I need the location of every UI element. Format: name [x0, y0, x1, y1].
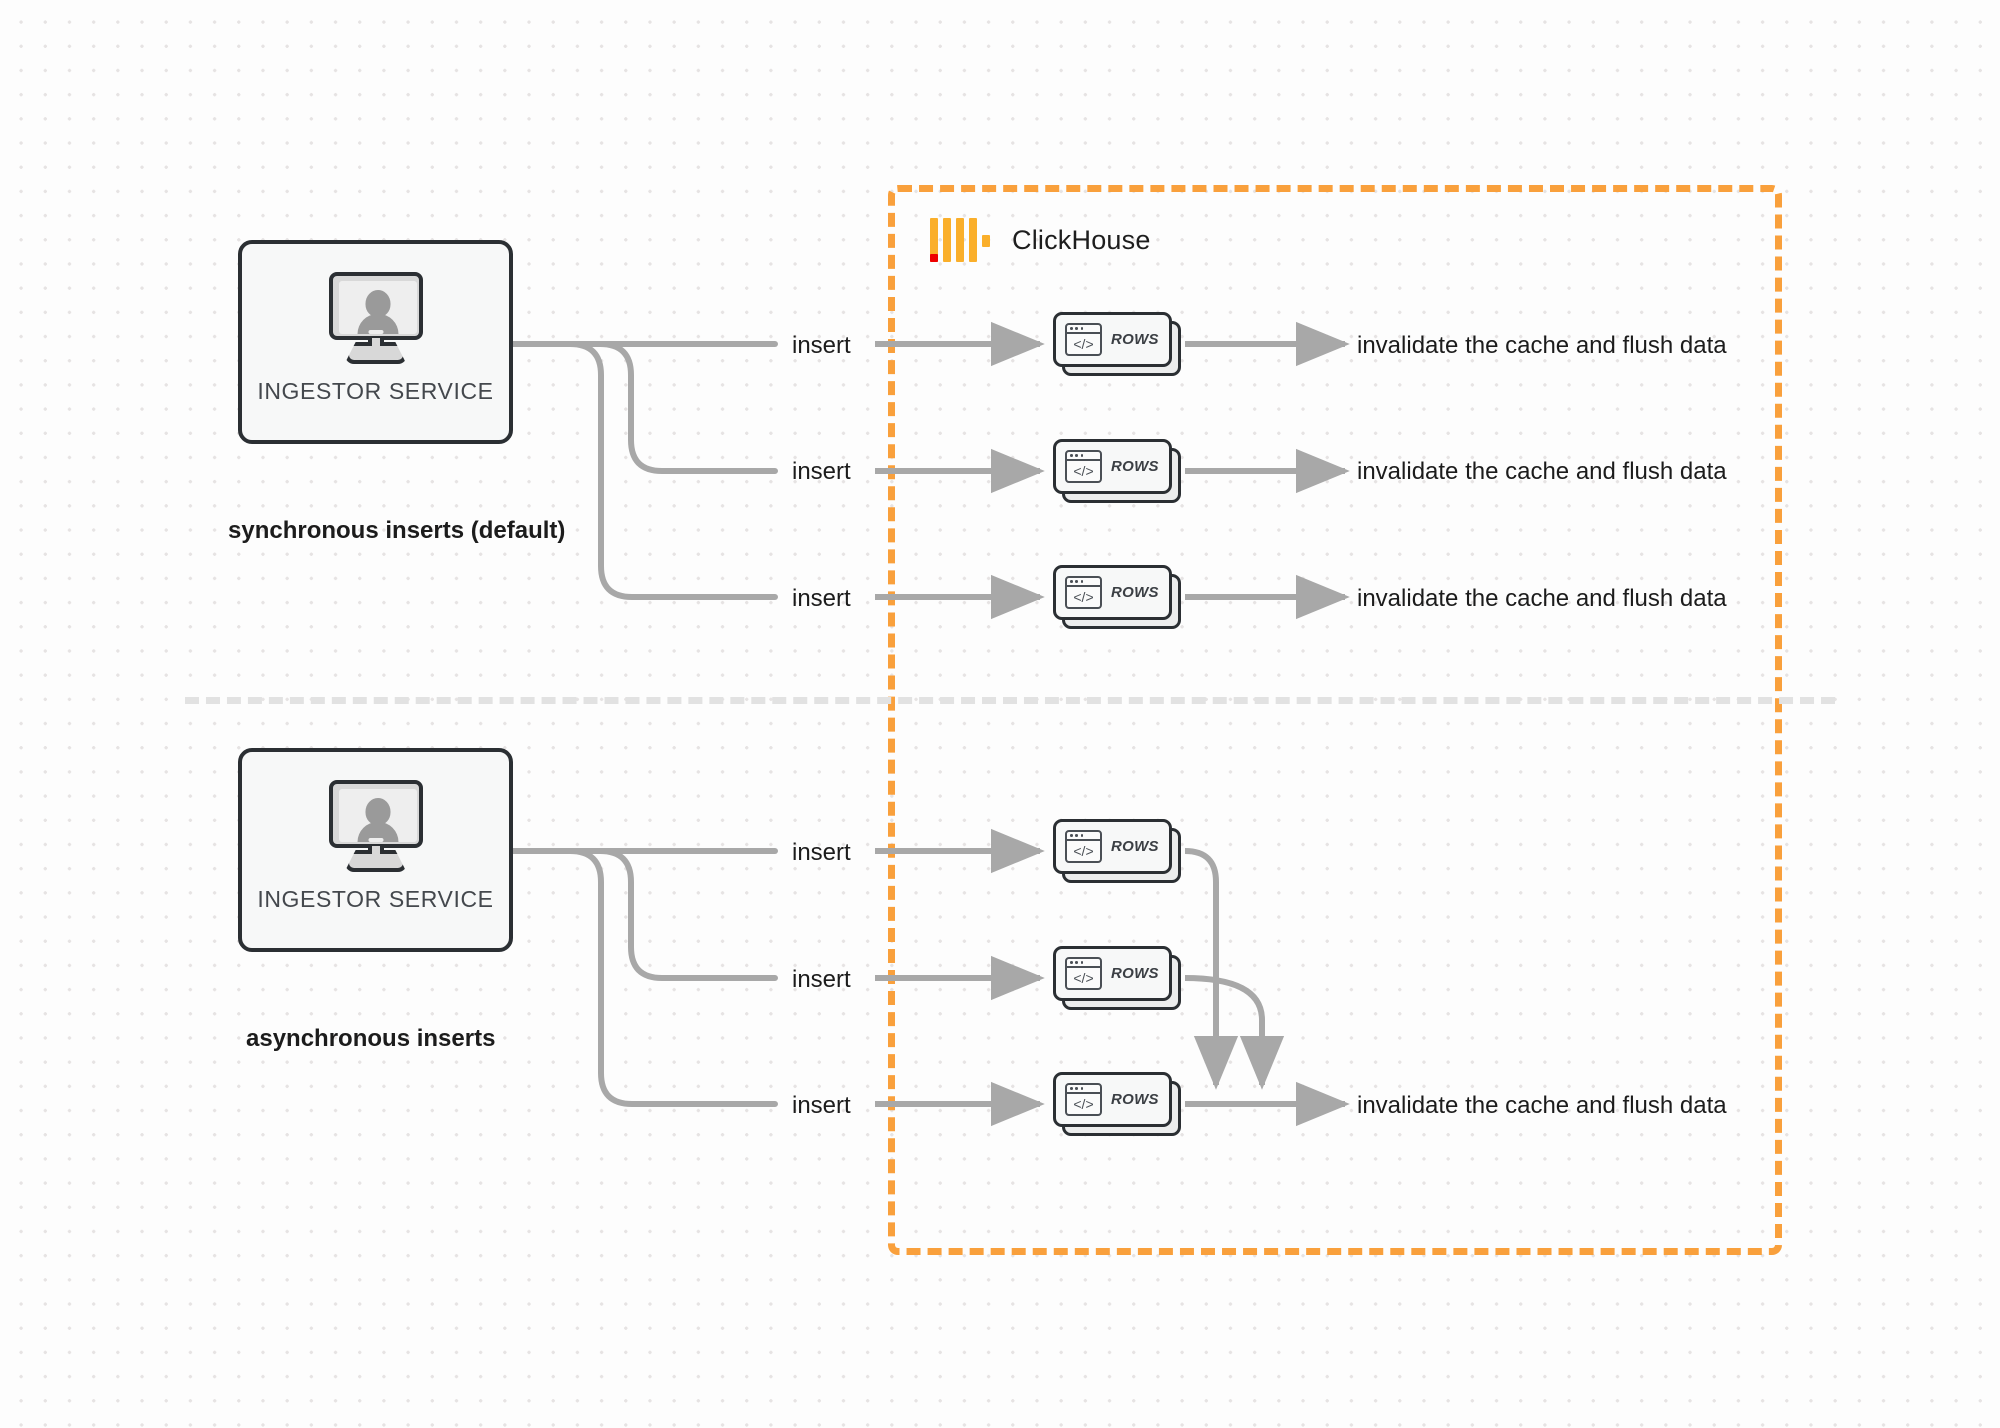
rows-node-async-1[interactable]: </> ROWS [1053, 819, 1181, 883]
monitor-neck [367, 338, 384, 346]
monitor-avatar [338, 281, 417, 334]
monitor-indicator [368, 838, 383, 842]
code-glyph: </> [1073, 589, 1094, 605]
window-dot [1075, 961, 1079, 964]
window-dot [1070, 1087, 1073, 1090]
window-dot [1070, 327, 1073, 330]
code-glyph: </> [1073, 463, 1094, 479]
clickhouse-logo [930, 218, 990, 262]
section-caption-async: asynchronous inserts [246, 1025, 496, 1052]
code-window-titlebar [1067, 452, 1100, 461]
rows-card: </> ROWS [1053, 312, 1172, 367]
rows-node-sync-1[interactable]: </> ROWS [1053, 312, 1181, 376]
code-window-icon: </> [1065, 957, 1102, 990]
window-dot [1075, 1087, 1079, 1090]
code-window-titlebar [1067, 325, 1100, 334]
rows-label: ROWS [1111, 331, 1159, 348]
window-dot [1075, 454, 1079, 457]
monitor-avatar [338, 789, 417, 842]
window-dot [1075, 834, 1079, 837]
code-window-icon: </> [1065, 450, 1102, 483]
code-glyph: </> [1073, 843, 1094, 859]
insert-label-sync-3: insert [792, 585, 851, 612]
rows-node-async-3[interactable]: </> ROWS [1053, 1072, 1181, 1136]
avatar-body [357, 314, 398, 334]
monitor-indicator [368, 330, 383, 334]
outcome-label-sync-3: invalidate the cache and flush data [1357, 585, 1727, 612]
logo-bar-3 [956, 218, 964, 262]
rows-card: </> ROWS [1053, 1072, 1172, 1127]
code-window-titlebar [1067, 832, 1100, 841]
code-glyph: </> [1073, 970, 1094, 986]
rows-label: ROWS [1111, 838, 1159, 855]
monitor-user-icon [327, 272, 425, 364]
outcome-label-sync-2: invalidate the cache and flush data [1357, 458, 1727, 485]
code-glyph: </> [1073, 1096, 1094, 1112]
logo-bar-1 [930, 218, 938, 262]
rows-card: </> ROWS [1053, 819, 1172, 874]
monitor-screen [328, 272, 423, 340]
logo-bar-4 [969, 218, 977, 262]
clickhouse-brand: ClickHouse [930, 218, 1151, 262]
window-dot [1075, 580, 1079, 583]
code-window-icon: </> [1065, 576, 1102, 609]
window-dot [1080, 961, 1084, 964]
rows-label: ROWS [1111, 1091, 1159, 1108]
clickhouse-boundary [888, 185, 1782, 1255]
ingestor-service-label: INGESTOR SERVICE [257, 378, 494, 404]
insert-label-sync-1: insert [792, 332, 851, 359]
monitor-neck [367, 846, 384, 854]
insert-label-async-2: insert [792, 966, 851, 993]
window-dot [1080, 454, 1084, 457]
insert-label-async-1: insert [792, 839, 851, 866]
clickhouse-label: ClickHouse [1012, 224, 1151, 255]
rows-label: ROWS [1111, 458, 1159, 475]
window-dot [1070, 580, 1073, 583]
code-window-titlebar [1067, 578, 1100, 587]
code-glyph: </> [1073, 336, 1094, 352]
insert-label-async-3: insert [792, 1092, 851, 1119]
ingestor-service-async[interactable]: INGESTOR SERVICE [238, 748, 513, 952]
code-window-icon: </> [1065, 1083, 1102, 1116]
window-dot [1070, 834, 1073, 837]
avatar-head [365, 290, 390, 317]
monitor-screen [328, 780, 423, 848]
code-window-icon: </> [1065, 323, 1102, 356]
code-window-icon: </> [1065, 830, 1102, 863]
rows-label: ROWS [1111, 584, 1159, 601]
rows-node-sync-2[interactable]: </> ROWS [1053, 439, 1181, 503]
outcome-label-async-merged: invalidate the cache and flush data [1357, 1092, 1727, 1119]
code-window-titlebar [1067, 1085, 1100, 1094]
logo-bar-2 [943, 218, 951, 262]
code-window-titlebar [1067, 959, 1100, 968]
outcome-label-sync-1: invalidate the cache and flush data [1357, 332, 1727, 359]
monitor-user-icon [327, 780, 425, 872]
section-divider [185, 697, 1835, 704]
window-dot [1080, 1087, 1084, 1090]
insert-label-sync-2: insert [792, 458, 851, 485]
avatar-body [357, 822, 398, 842]
window-dot [1080, 327, 1084, 330]
rows-node-sync-3[interactable]: </> ROWS [1053, 565, 1181, 629]
window-dot [1070, 961, 1073, 964]
rows-card: </> ROWS [1053, 946, 1172, 1001]
rows-label: ROWS [1111, 965, 1159, 982]
section-caption-sync: synchronous inserts (default) [228, 517, 566, 544]
ingestor-service-sync[interactable]: INGESTOR SERVICE [238, 240, 513, 444]
avatar-head [365, 798, 390, 825]
rows-card: </> ROWS [1053, 439, 1172, 494]
window-dot [1070, 454, 1073, 457]
window-dot [1075, 327, 1079, 330]
rows-card: </> ROWS [1053, 565, 1172, 620]
logo-red-accent [930, 254, 938, 262]
window-dot [1080, 834, 1084, 837]
rows-node-async-2[interactable]: </> ROWS [1053, 946, 1181, 1010]
logo-square [982, 235, 990, 247]
ingestor-service-label: INGESTOR SERVICE [257, 886, 494, 912]
window-dot [1080, 580, 1084, 583]
